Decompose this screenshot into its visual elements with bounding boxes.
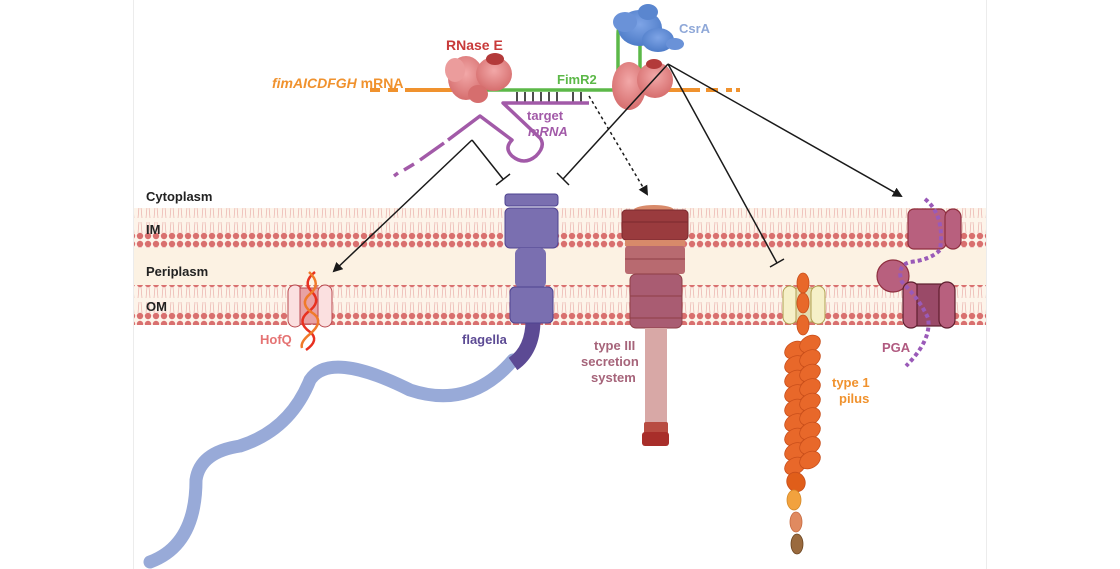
fimr2-label: FimR2 [557, 72, 597, 87]
pga-machinery [876, 197, 962, 368]
inner-membrane-lipids [134, 208, 986, 248]
pilus-subunit [796, 314, 810, 336]
target-mrna-dashed [392, 141, 446, 178]
envelope [134, 208, 986, 325]
pilus-label-1: type 1 [832, 375, 870, 390]
hofq-channel [287, 271, 333, 352]
base-pairing [516, 92, 582, 102]
periplasm-label: Periplasm [146, 264, 208, 279]
edge-inhibit-pilus [667, 63, 778, 264]
target-label: target [527, 108, 564, 123]
t3ss-label-1: type III [594, 338, 635, 353]
flagellar-hook [508, 319, 541, 371]
edge-inhibit-flagella-2 [562, 63, 669, 180]
om-label: OM [146, 299, 167, 314]
pilus-subunit [789, 511, 803, 533]
csra-label: CsrA [679, 21, 711, 36]
regulatory-edges [332, 63, 903, 273]
csra-protein [613, 4, 684, 52]
flagellar-filament [143, 353, 520, 569]
edge-t3ss-dotted [588, 95, 649, 196]
mrna-label: fimAICDFGH mRNA [272, 75, 403, 91]
pilus-subunit [799, 450, 821, 470]
pga-label: PGA [882, 340, 911, 355]
pilus-subunit [786, 489, 802, 511]
target-label-mrna: mRNA [528, 124, 568, 139]
rnase-e-label: RNase E [446, 37, 503, 53]
flagellum [143, 193, 559, 569]
rnase-e-complex-1 [445, 53, 512, 103]
pga-polymer [898, 197, 943, 368]
t3ss-label-2: secretion [581, 354, 639, 369]
cytoplasm-label: Cytoplasm [146, 189, 212, 204]
figure-border-left [133, 0, 134, 569]
pilus-subunit [790, 533, 804, 555]
outer-membrane-lipids [134, 285, 986, 325]
t3ss-label-3: system [591, 370, 636, 385]
type3-secretion-system [621, 205, 689, 446]
figure-border-right [986, 0, 987, 569]
inhibit-bar-3 [769, 258, 785, 268]
target-mrna [446, 101, 589, 163]
im-label: IM [146, 222, 160, 237]
pilus-subunit [796, 292, 810, 314]
periplasm-band [134, 246, 986, 288]
flagella-label: flagella [462, 332, 508, 347]
pilus-label-2: pilus [839, 391, 869, 406]
type1-pilus [782, 272, 826, 555]
edge-inhibit-flagella-1 [471, 139, 504, 180]
edge-to-hofq [332, 139, 473, 273]
inhibit-bar-1 [495, 173, 511, 186]
mrna-suffix: mRNA [357, 75, 404, 91]
rnase-e-complex-2 [612, 59, 673, 110]
inhibit-bar-2 [556, 172, 570, 186]
hofq-label: HofQ [260, 332, 292, 347]
mrna-gene-name: fimAICDFGH [272, 75, 358, 91]
edge-to-pga [667, 63, 903, 197]
pilus-subunit [786, 471, 806, 493]
pilus-subunit [796, 272, 810, 294]
